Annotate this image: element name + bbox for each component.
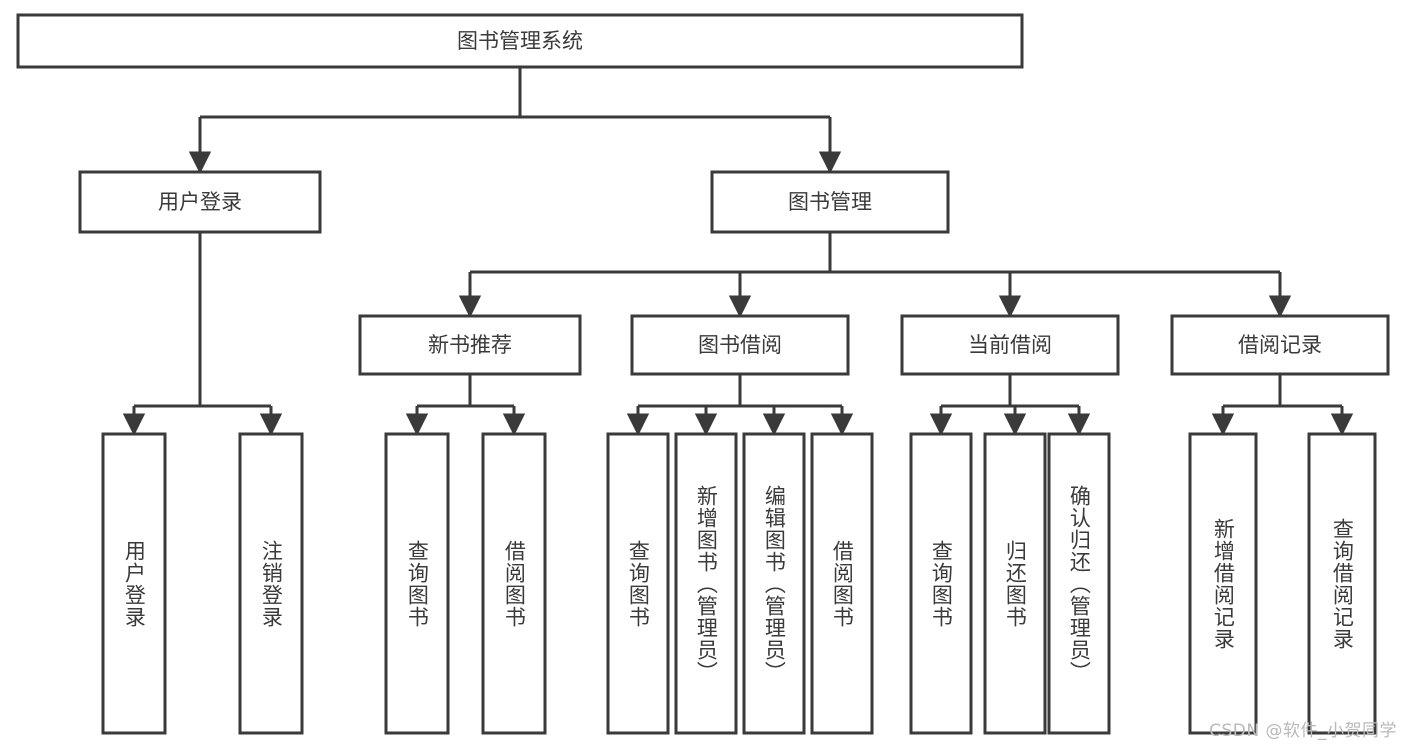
node-borrow-record[interactable] bbox=[1170, 314, 1390, 376]
node-book-management[interactable] bbox=[710, 170, 950, 234]
node-book-borrow[interactable] bbox=[630, 314, 850, 376]
leaf-new-book-2[interactable] bbox=[481, 432, 547, 735]
node-root[interactable] bbox=[16, 13, 1024, 69]
node-user-login-label: 用户登录 bbox=[158, 190, 242, 214]
leaf-current-borrow-1[interactable] bbox=[909, 432, 973, 735]
node-user-login[interactable] bbox=[78, 170, 322, 234]
node-book-management-label: 图书管理 bbox=[788, 190, 872, 214]
leaf-user-login-1[interactable] bbox=[101, 432, 167, 735]
node-book-borrow-label: 图书借阅 bbox=[698, 333, 782, 357]
leaf-user-login-2[interactable] bbox=[238, 432, 304, 735]
node-root-label: 图书管理系统 bbox=[457, 29, 583, 53]
leaf-current-borrow-2[interactable] bbox=[983, 432, 1047, 735]
node-borrow-record-label: 借阅记录 bbox=[1238, 333, 1322, 357]
node-current-borrow-label: 当前借阅 bbox=[968, 333, 1052, 357]
node-new-book-recommend-label: 新书推荐 bbox=[428, 333, 512, 357]
connector-lines bbox=[122, 67, 1354, 436]
leaf-book-borrow-2[interactable] bbox=[674, 432, 738, 735]
leaf-book-borrow-3[interactable] bbox=[742, 432, 806, 735]
leaf-book-borrow-4[interactable] bbox=[810, 432, 874, 735]
watermark: CSDN @软件_小贺同学 bbox=[1209, 721, 1397, 741]
node-new-book-recommend[interactable] bbox=[358, 314, 582, 376]
leaf-borrow-record-1[interactable] bbox=[1188, 432, 1258, 735]
leaf-new-book-1[interactable] bbox=[384, 432, 450, 735]
leaf-book-borrow-1[interactable] bbox=[606, 432, 670, 735]
leaf-current-borrow-3[interactable] bbox=[1047, 432, 1111, 735]
leaf-borrow-record-2[interactable] bbox=[1307, 432, 1377, 735]
node-current-borrow[interactable] bbox=[900, 314, 1120, 376]
